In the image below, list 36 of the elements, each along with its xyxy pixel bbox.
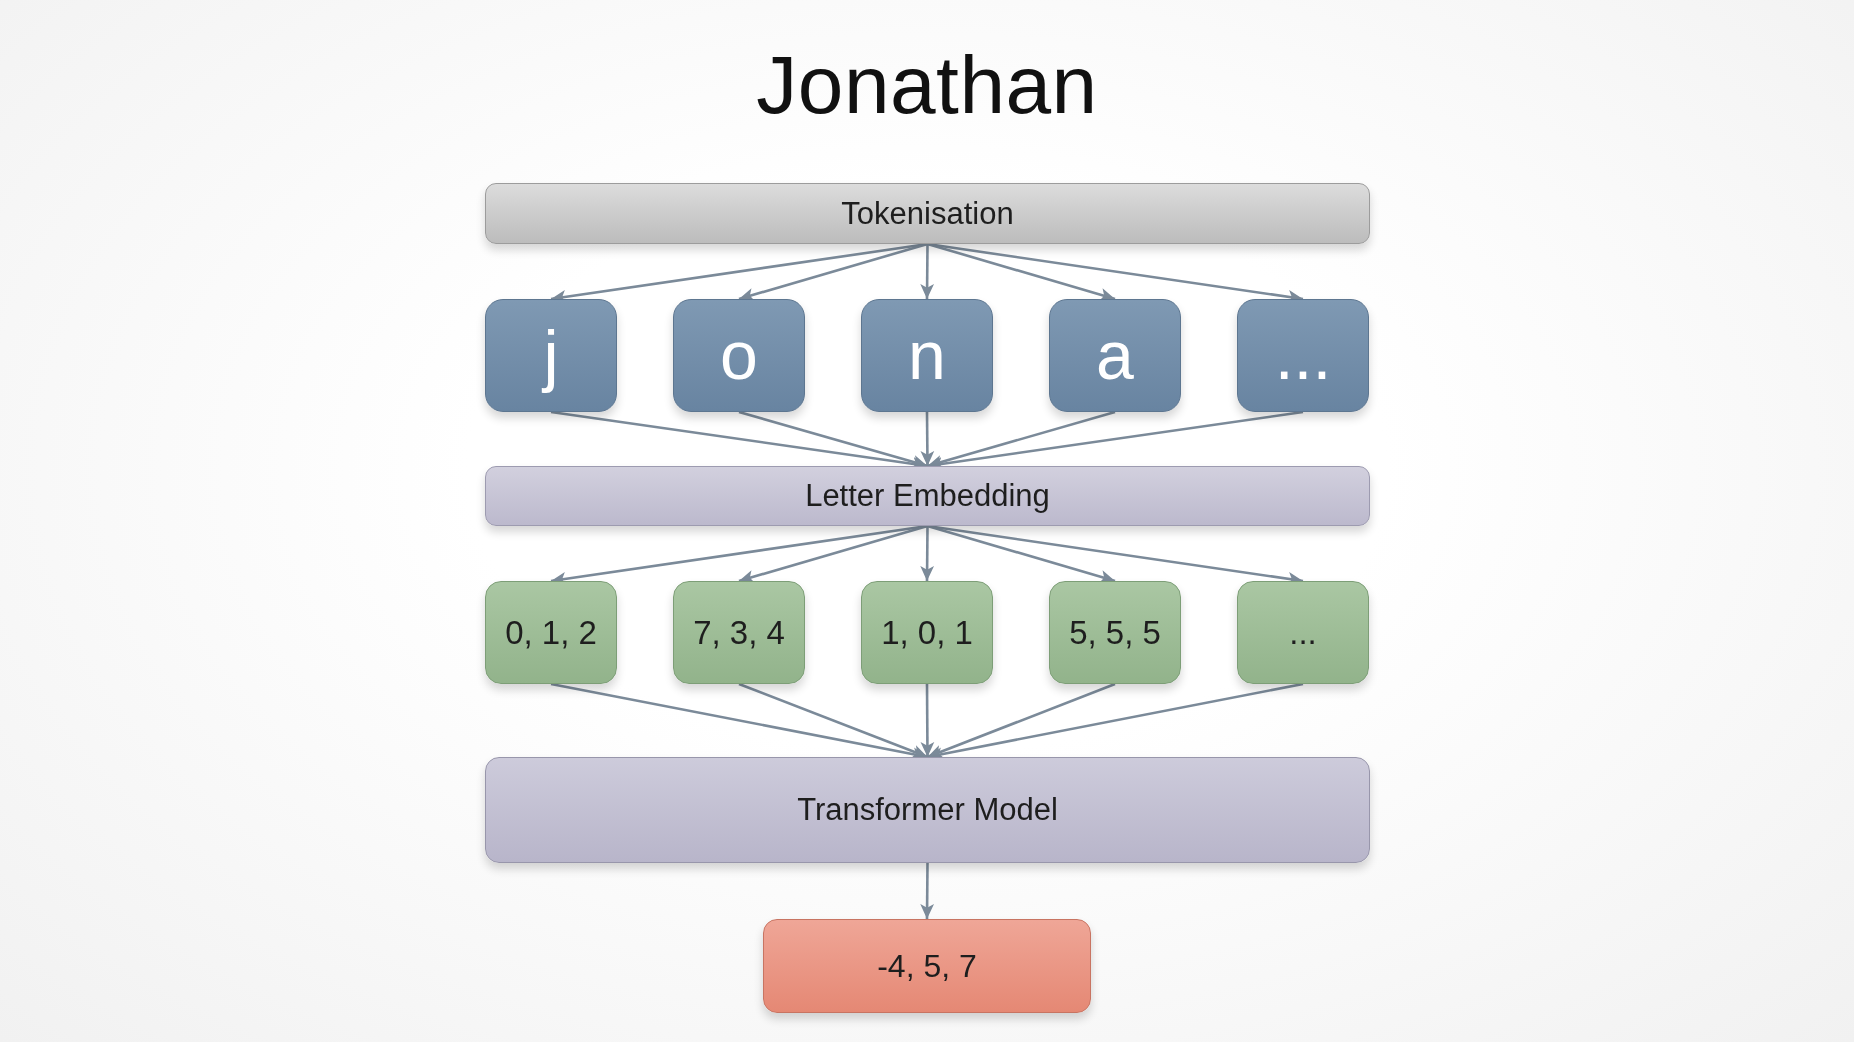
node-label: Transformer Model — [796, 792, 1059, 828]
arrow — [920, 684, 935, 757]
node-label: 0, 1, 2 — [504, 613, 598, 652]
vector-box — [485, 581, 617, 684]
node-label: -4, 5, 7 — [876, 947, 978, 985]
node-label: n — [907, 316, 947, 395]
node-label: ... — [1288, 613, 1318, 652]
node-label: 7, 3, 4 — [692, 613, 786, 652]
vector-box — [1049, 581, 1181, 684]
token-box — [861, 299, 993, 412]
process-bar — [485, 466, 1370, 526]
vector-box — [673, 581, 805, 684]
process-bar — [485, 183, 1370, 244]
node-label: Letter Embedding — [804, 478, 1051, 514]
arrow — [920, 863, 934, 919]
output-box — [763, 919, 1091, 1013]
arrow — [920, 526, 934, 581]
node-label: ... — [1273, 316, 1333, 395]
vector-box — [861, 581, 993, 684]
vector-box — [1237, 581, 1369, 684]
arrow — [920, 412, 935, 466]
arrow — [927, 682, 1116, 759]
token-box — [485, 299, 617, 412]
node-label: j — [540, 316, 560, 395]
node-label: 1, 0, 1 — [880, 613, 974, 652]
token-box — [1237, 299, 1369, 412]
node-label: a — [1095, 316, 1135, 395]
arrow — [738, 682, 928, 759]
node-label: o — [719, 316, 759, 395]
token-box — [673, 299, 805, 412]
node-label: Tokenisation — [840, 195, 1015, 232]
node-label: 5, 5, 5 — [1068, 613, 1162, 652]
title: Jonathan — [756, 40, 1098, 131]
arrow — [920, 244, 934, 299]
model-box — [485, 757, 1370, 863]
token-box — [1049, 299, 1181, 412]
